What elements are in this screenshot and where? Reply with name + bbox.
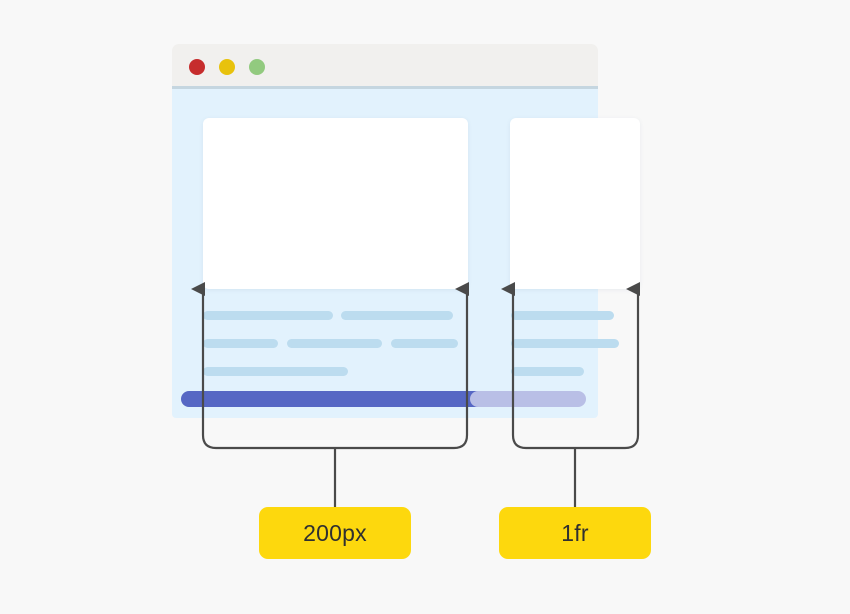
minimize-window-button[interactable] — [219, 59, 235, 75]
skeleton-line — [287, 339, 382, 348]
window-titlebar — [172, 44, 598, 86]
primary-progress-bar — [181, 391, 488, 407]
skeleton-line — [511, 339, 619, 348]
grid-column-card-right — [510, 118, 640, 289]
skeleton-line — [511, 367, 584, 376]
secondary-progress-bar — [470, 391, 586, 407]
measure-label-200px: 200px — [259, 507, 411, 559]
skeleton-line — [341, 311, 453, 320]
skeleton-line — [203, 339, 278, 348]
skeleton-line — [203, 311, 333, 320]
measure-label-1fr: 1fr — [499, 507, 651, 559]
maximize-window-button[interactable] — [249, 59, 265, 75]
grid-column-card-left — [203, 118, 468, 289]
skeleton-line — [391, 339, 458, 348]
skeleton-line — [203, 367, 348, 376]
titlebar-divider — [172, 86, 598, 89]
close-window-button[interactable] — [189, 59, 205, 75]
skeleton-line — [511, 311, 614, 320]
